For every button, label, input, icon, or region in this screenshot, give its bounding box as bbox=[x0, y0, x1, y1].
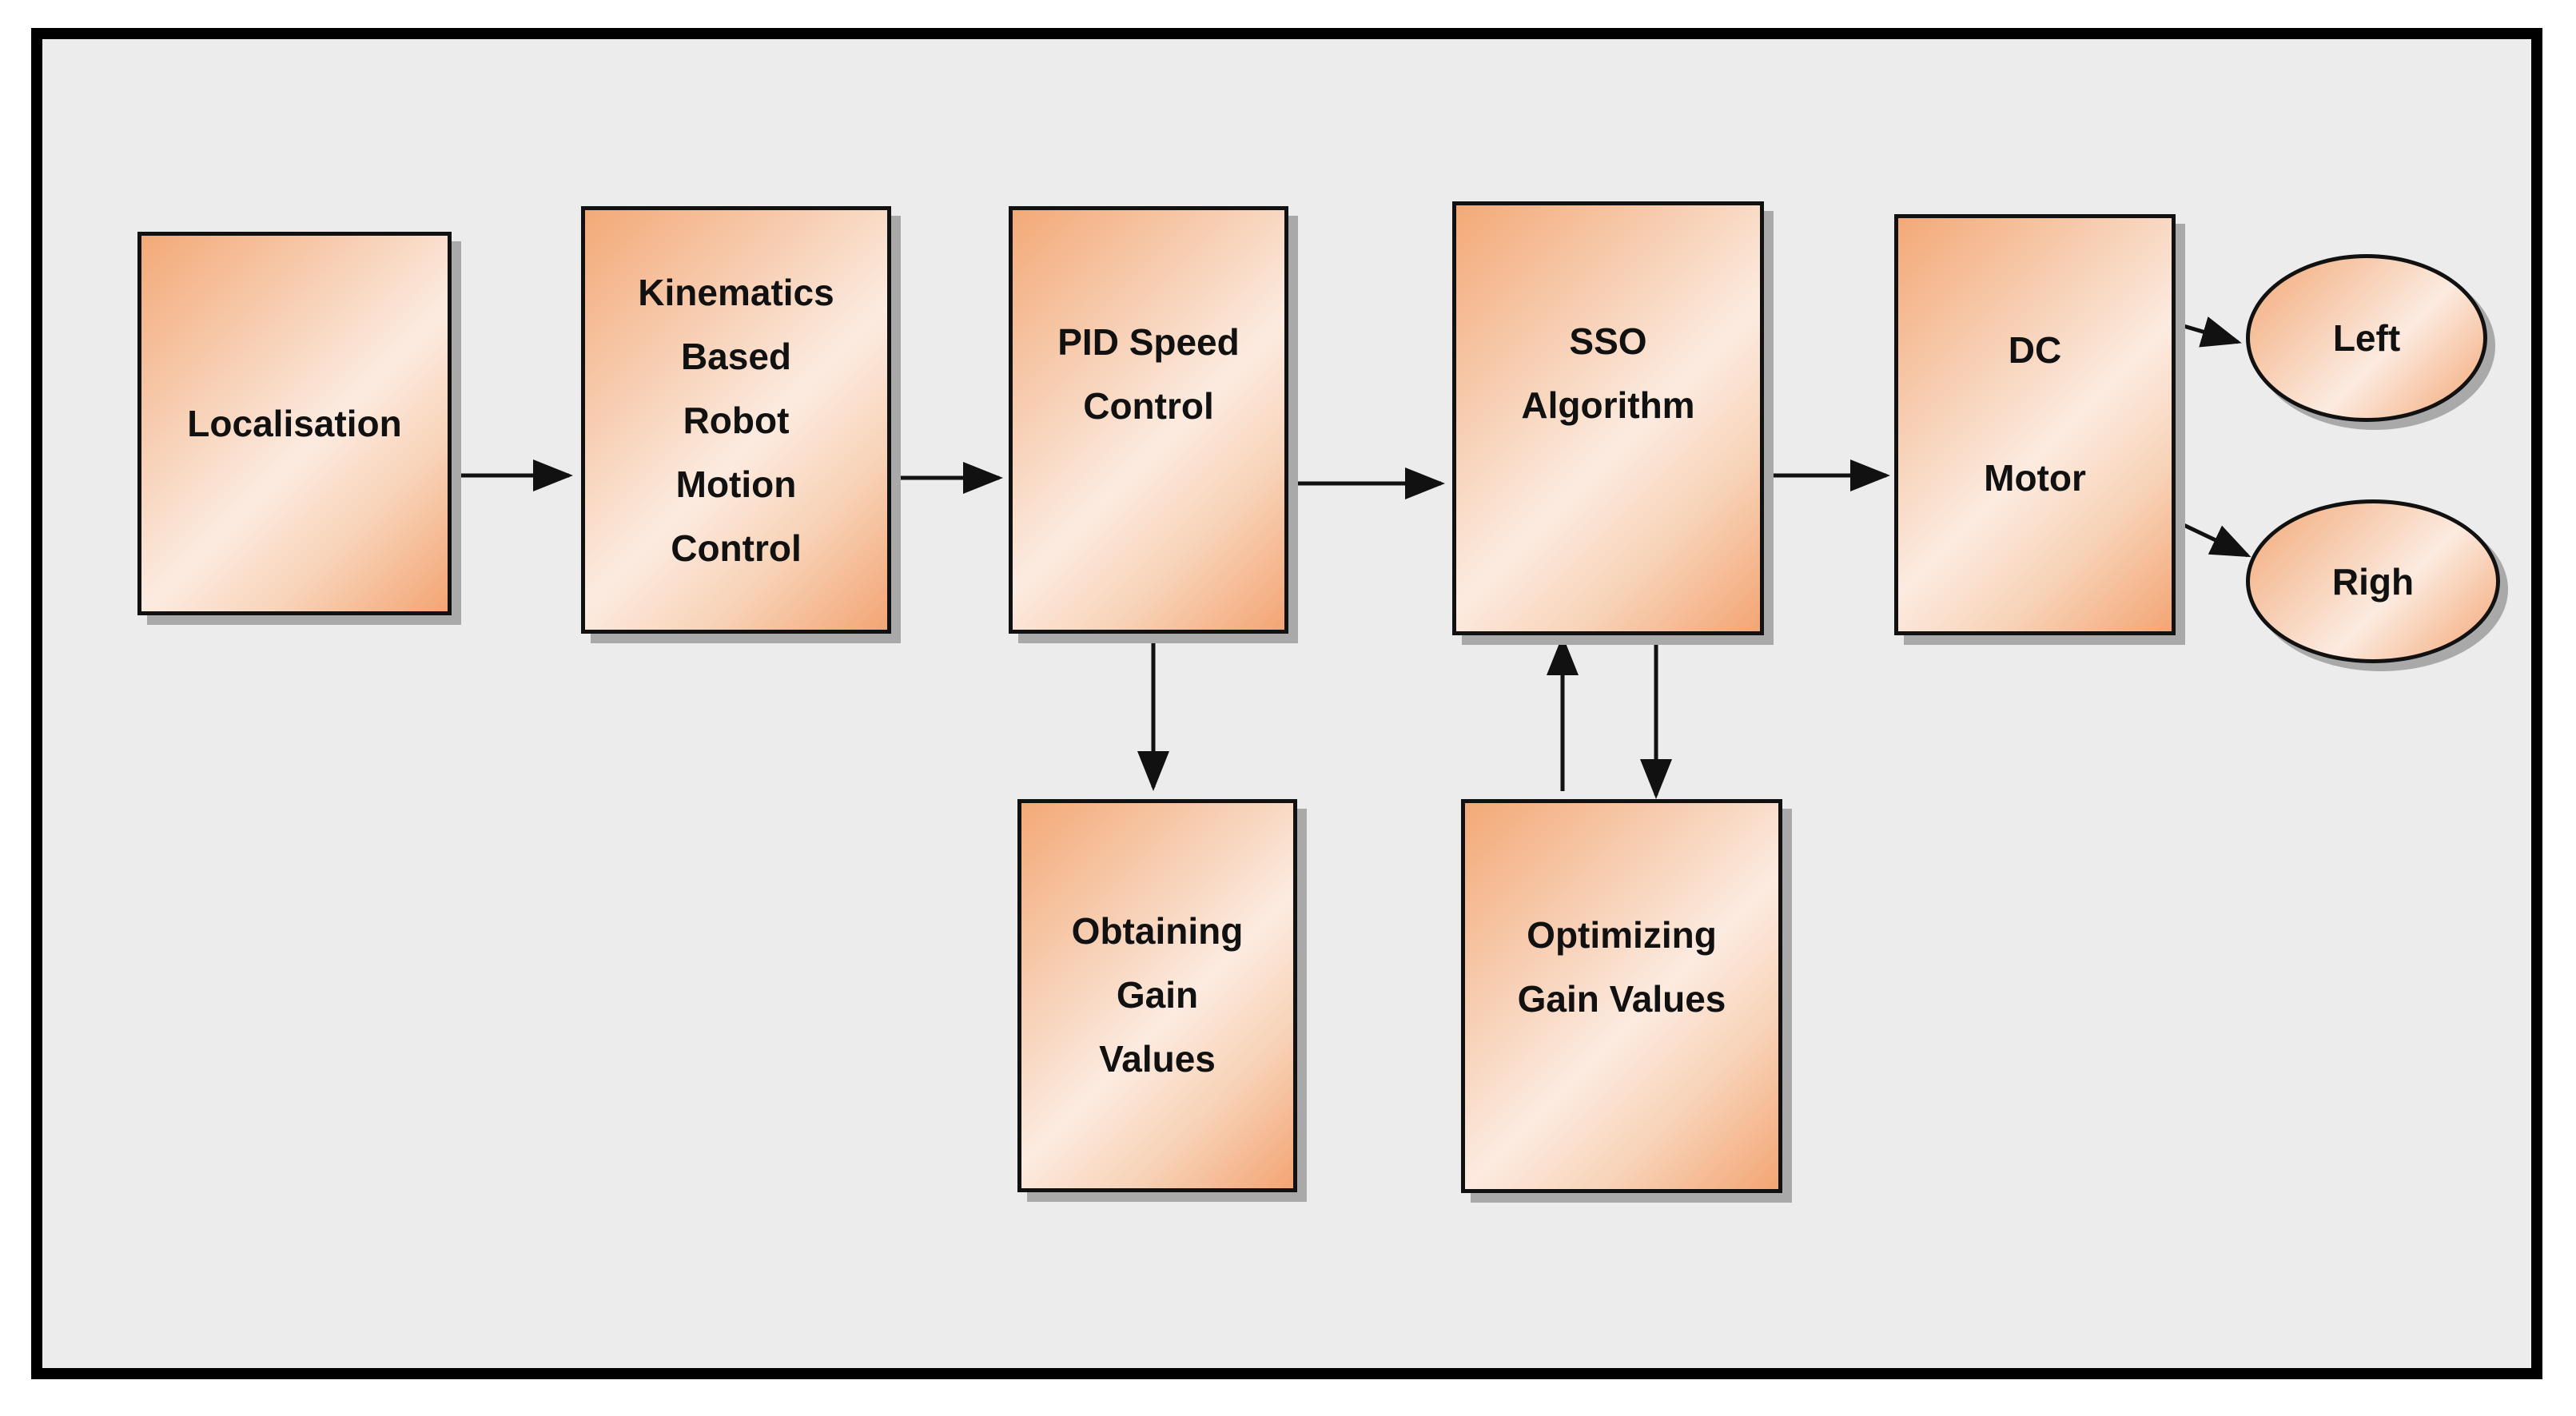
obtaining-gain-values-block: Obtaining Gain Values bbox=[1017, 799, 1297, 1192]
pid-speed-control-label: PID Speed Control bbox=[1057, 321, 1240, 427]
right-output-label: Righ bbox=[2331, 560, 2415, 603]
optimizing-gain-values-label: Optimizing Gain Values bbox=[1517, 914, 1726, 1020]
localisation-block: Localisation bbox=[137, 232, 452, 615]
sso-algorithm-label: SSO Algorithm bbox=[1521, 320, 1695, 426]
optimizing-gain-values-block: Optimizing Gain Values bbox=[1461, 799, 1782, 1193]
sso-algorithm-block: SSO Algorithm bbox=[1452, 201, 1764, 635]
dc-motor-block: DC Motor bbox=[1894, 214, 2176, 635]
left-output-label: Left bbox=[2332, 317, 2401, 359]
localisation-label: Localisation bbox=[187, 403, 402, 444]
left-output-oval: Left bbox=[2246, 254, 2487, 422]
kinematics-label: Kinematics Based Robot Motion Control bbox=[638, 271, 834, 569]
dc-motor-label: DC Motor bbox=[1984, 329, 2086, 499]
right-output-oval: Righ bbox=[2246, 499, 2500, 663]
kinematics-block: Kinematics Based Robot Motion Control bbox=[581, 206, 891, 634]
pid-speed-control-block: PID Speed Control bbox=[1009, 206, 1288, 634]
obtaining-gain-values-label: Obtaining Gain Values bbox=[1071, 910, 1244, 1080]
